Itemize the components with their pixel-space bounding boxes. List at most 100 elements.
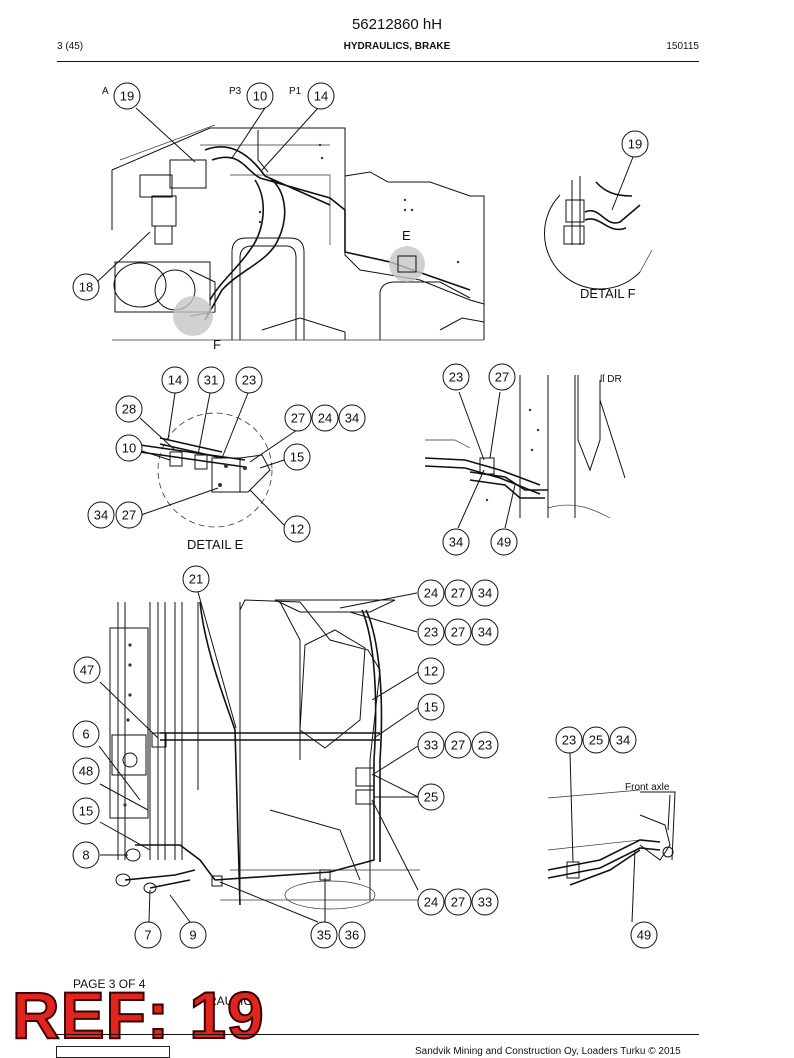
svg-text:9: 9	[189, 928, 196, 943]
detail-f-view	[543, 156, 653, 290]
ref-stamp: REF: 19	[11, 978, 265, 1052]
callout-34: 34	[442, 528, 470, 556]
svg-text:36: 36	[345, 928, 359, 943]
view-label-a: A	[102, 86, 109, 97]
svg-text:14: 14	[168, 373, 182, 388]
callout-15: 15	[72, 797, 100, 825]
svg-text:8: 8	[82, 848, 89, 863]
header-divider	[57, 61, 699, 62]
callout-15: 15	[283, 443, 311, 471]
callout-25: 25	[582, 726, 610, 754]
svg-text:28: 28	[122, 402, 136, 417]
port-label-p1: P1	[289, 86, 302, 97]
callout-23: 23	[417, 618, 445, 646]
callout-27: 27	[444, 579, 472, 607]
svg-text:27: 27	[451, 738, 465, 753]
svg-text:24: 24	[424, 586, 438, 601]
svg-text:34: 34	[449, 535, 463, 550]
svg-text:19: 19	[628, 137, 642, 152]
svg-text:24: 24	[424, 895, 438, 910]
reference-box	[56, 1046, 170, 1058]
svg-text:47: 47	[80, 663, 94, 678]
front-axle-label: Front axle	[625, 782, 670, 793]
svg-text:27: 27	[495, 370, 509, 385]
svg-text:23: 23	[242, 373, 256, 388]
callout-27: 27	[284, 404, 312, 432]
svg-text:35: 35	[317, 928, 331, 943]
svg-text:12: 12	[424, 664, 438, 679]
callout-24: 24	[417, 579, 445, 607]
footer-page-indicator: PAGE 3 OF 4	[73, 977, 146, 991]
svg-text:7: 7	[144, 928, 151, 943]
front-axle-view	[547, 752, 676, 923]
callout-7: 7	[134, 921, 162, 949]
callout-25: 25	[417, 783, 445, 811]
svg-text:27: 27	[451, 625, 465, 640]
svg-text:23: 23	[424, 625, 438, 640]
callout-27: 27	[488, 363, 516, 391]
callout-21: 21	[182, 565, 210, 593]
svg-text:34: 34	[94, 508, 108, 523]
svg-text:15: 15	[290, 450, 304, 465]
callout-24: 24	[311, 404, 339, 432]
callout-34: 34	[471, 579, 499, 607]
svg-text:23: 23	[562, 733, 576, 748]
callout-49: 49	[630, 921, 658, 949]
svg-text:49: 49	[637, 928, 651, 943]
callout-33: 33	[471, 888, 499, 916]
right-detail-view: ſſ DR	[424, 374, 626, 529]
callout-36: 36	[338, 921, 366, 949]
callout-33: 33	[417, 731, 445, 759]
callout-48: 48	[72, 757, 100, 785]
callout-27: 27	[444, 731, 472, 759]
svg-text:6: 6	[82, 727, 89, 742]
callout-10: 10	[246, 82, 274, 110]
copyright-notice: Sandvik Mining and Construction Oy, Load…	[415, 1046, 681, 1057]
callout-24: 24	[417, 888, 445, 916]
top-assembly-view	[96, 107, 485, 341]
bottom-main-view	[98, 591, 420, 923]
detail-marker-f: F	[213, 337, 221, 352]
callout-15: 15	[417, 693, 445, 721]
callout-34: 34	[338, 404, 366, 432]
callout-47: 47	[73, 656, 101, 684]
svg-text:31: 31	[204, 373, 218, 388]
callout-14: 14	[161, 366, 189, 394]
callout-34: 34	[471, 618, 499, 646]
callout-23: 23	[235, 366, 263, 394]
callout-27: 27	[444, 618, 472, 646]
detail-e-caption: DETAIL E	[187, 537, 244, 552]
detail-e-view	[139, 392, 298, 528]
svg-text:24: 24	[318, 411, 332, 426]
detail-f-caption: DETAIL F	[580, 286, 636, 301]
svg-text:23: 23	[449, 370, 463, 385]
callout-8: 8	[72, 841, 100, 869]
svg-text:10: 10	[122, 441, 136, 456]
svg-text:23: 23	[478, 738, 492, 753]
callout-10: 10	[115, 434, 143, 462]
callout-12: 12	[417, 657, 445, 685]
svg-text:15: 15	[424, 700, 438, 715]
svg-text:34: 34	[616, 733, 630, 748]
section-title: HYDRAULICS, BRAKE	[343, 41, 451, 52]
callout-6: 6	[72, 720, 100, 748]
detail-marker-e: E	[402, 228, 411, 243]
callout-18: 18	[72, 273, 100, 301]
svg-text:27: 27	[451, 586, 465, 601]
page-count: 3 (45)	[57, 41, 84, 52]
svg-text:21: 21	[189, 572, 203, 587]
callout-31: 31	[197, 366, 225, 394]
svg-text:12: 12	[290, 522, 304, 537]
footer-divider	[57, 1034, 699, 1035]
svg-text:34: 34	[345, 411, 359, 426]
callout-12: 12	[283, 515, 311, 543]
svg-text:19: 19	[120, 89, 134, 104]
svg-text:10: 10	[253, 89, 267, 104]
footer-subtitle: RAULICS	[208, 994, 261, 1008]
callout-27: 27	[444, 888, 472, 916]
callout-35: 35	[310, 921, 338, 949]
svg-text:ſſ DR: ſſ DR	[600, 374, 622, 385]
callout-19: 19	[113, 82, 141, 110]
callout-28: 28	[115, 395, 143, 423]
